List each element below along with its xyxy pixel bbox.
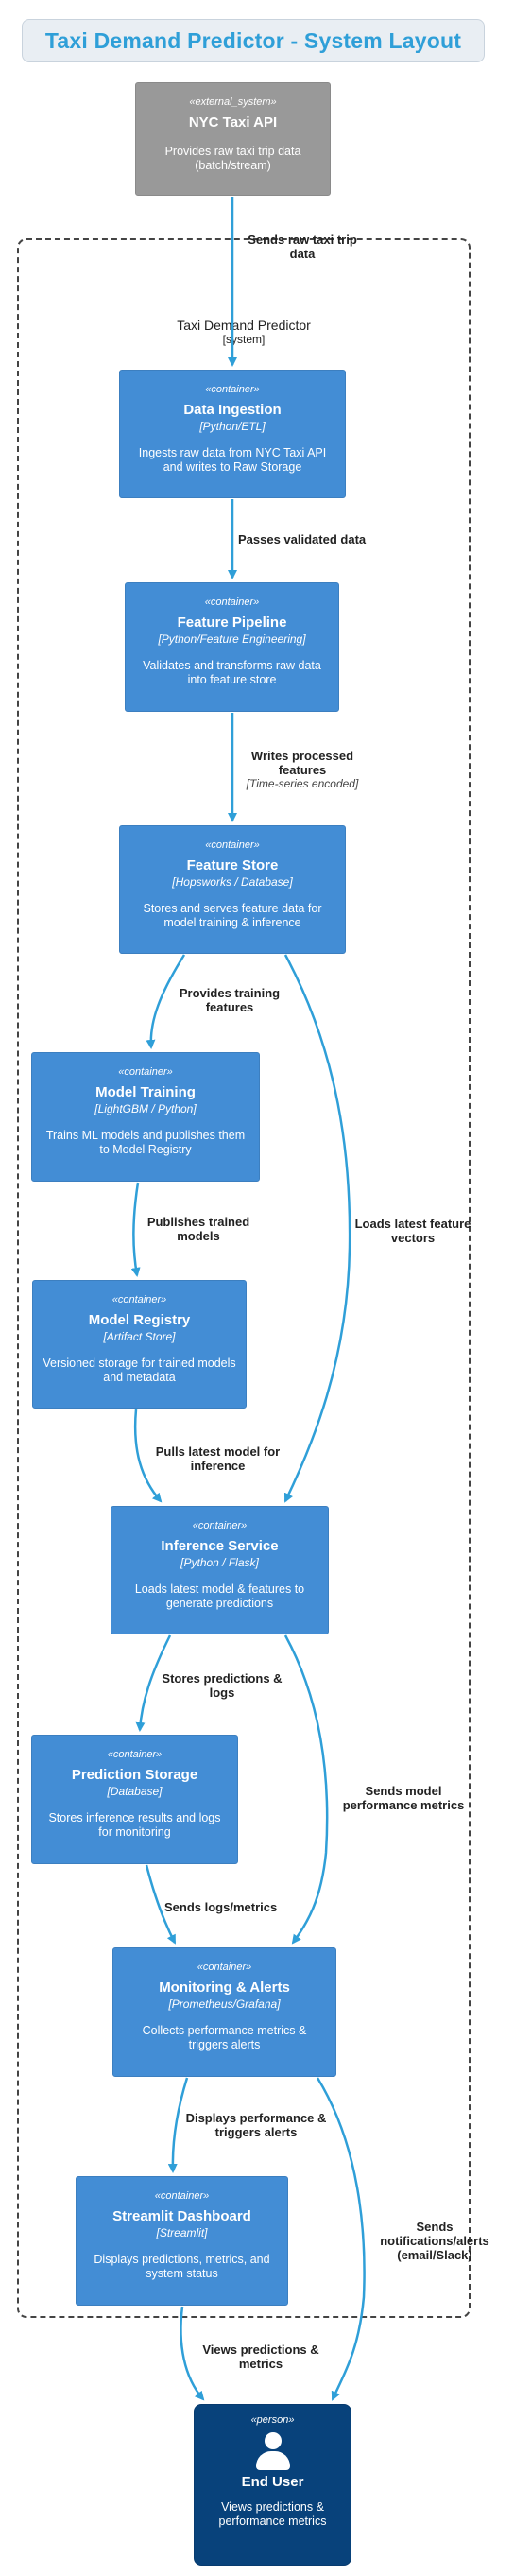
edge-e10 — [145, 1864, 177, 1945]
node-stereotype: «container» — [111, 1294, 167, 1305]
node-model-training: «container» Model Training [LightGBM / P… — [31, 1052, 260, 1182]
node-description: Stores inference results and logs for mo… — [48, 1811, 221, 1839]
edge-label: Pulls latest model for inference — [140, 1444, 296, 1473]
edge-label: Loads latest feature vectors — [351, 1217, 474, 1245]
node-description: Trains ML models and publishes them to M… — [45, 1129, 246, 1156]
edge-label: Sends notifications/alerts (email/Slack) — [365, 2220, 505, 2262]
edge-e9 — [283, 1634, 329, 1945]
node-stereotype: «container» — [118, 1066, 173, 1078]
node-nyc-taxi-api: «external_system» NYC Taxi API Provides … — [135, 82, 331, 196]
edge-e7 — [133, 1409, 163, 1503]
edge-label-text: Loads latest feature vectors — [354, 1217, 471, 1245]
node-inference-service: «container» Inference Service [Python / … — [111, 1506, 329, 1634]
edge-label-text: Sends raw taxi trip data — [248, 233, 357, 261]
node-stereotype: «container» — [205, 384, 260, 395]
edge-label: Views predictions & metrics — [185, 2343, 336, 2371]
node-stereotype: «container» — [107, 1749, 163, 1760]
diagram-title-box: Taxi Demand Predictor - System Layout — [22, 19, 485, 62]
node-name: Feature Store — [186, 857, 279, 873]
edge-e13 — [180, 2306, 205, 2401]
edge-e8 — [135, 1634, 172, 1732]
node-description: Versioned storage for trained models and… — [43, 1357, 236, 1384]
node-streamlit-dashboard: «container» Streamlit Dashboard [Streaml… — [76, 2176, 288, 2306]
edge-technology: [Time-series encoded] — [246, 777, 359, 790]
node-description: Stores and serves feature data for model… — [143, 902, 322, 929]
node-name: Model Registry — [88, 1312, 191, 1328]
edge-label-text: Pulls latest model for inference — [155, 1444, 281, 1473]
node-name: End User — [241, 2474, 304, 2490]
edge-label: Provides training features — [168, 986, 291, 1014]
node-technology: [Python/Feature Engineering] — [158, 632, 306, 646]
edge-label-text: Sends model performance metrics — [342, 1784, 465, 1812]
node-feature-pipeline: «container» Feature Pipeline [Python/Fea… — [125, 582, 339, 712]
node-technology: [LightGBM / Python] — [94, 1102, 197, 1115]
person-icon — [254, 2432, 292, 2470]
edge-label: Stores predictions & logs — [151, 1671, 293, 1700]
node-technology: [Prometheus/Grafana] — [168, 1997, 281, 2011]
edge-e12 — [316, 2077, 366, 2401]
node-name: Feature Pipeline — [177, 614, 287, 631]
node-name: Streamlit Dashboard — [112, 2208, 251, 2224]
node-name: Data Ingestion — [183, 402, 282, 418]
node-technology: [Artifact Store] — [103, 1330, 176, 1343]
node-stereotype: «container» — [197, 1962, 252, 1973]
edge-label: Sends logs/metrics — [164, 1900, 277, 1914]
edge-label: Displays performance & triggers alerts — [176, 2111, 336, 2139]
node-technology: [Database] — [107, 1785, 163, 1798]
node-description: Views predictions & performance metrics — [218, 2500, 327, 2528]
node-monitoring-alerts: «container» Monitoring & Alerts [Prometh… — [112, 1947, 336, 2077]
person-icon-head — [264, 2432, 282, 2449]
edge-label-text: Provides training features — [179, 986, 281, 1014]
edge-label-text: Passes validated data — [238, 532, 367, 546]
edge-label: Sends model performance metrics — [333, 1784, 474, 1812]
edge-label: Sends raw taxi trip data — [236, 233, 368, 261]
edge-e11 — [167, 2077, 189, 2173]
node-stereotype: «external_system» — [189, 96, 277, 108]
edge-e6 — [130, 1182, 141, 1277]
edge-label-text: Views predictions & metrics — [202, 2343, 319, 2371]
edge-label-text: Writes processed features — [250, 749, 354, 777]
node-description: Ingests raw data from NYC Taxi API and w… — [138, 446, 327, 474]
node-technology: [Python/ETL] — [199, 420, 266, 433]
node-description: Provides raw taxi trip data (batch/strea… — [164, 145, 301, 172]
diagram-title: Taxi Demand Predictor - System Layout — [44, 27, 462, 53]
edge-label-text: Publishes trained models — [146, 1215, 250, 1243]
node-name: Monitoring & Alerts — [159, 1980, 290, 1996]
node-name: Model Training — [95, 1084, 196, 1100]
edge-label: Writes processed features [Time-series e… — [236, 749, 368, 791]
node-name: Inference Service — [161, 1538, 279, 1554]
node-description: Displays predictions, metrics, and syste… — [94, 2253, 270, 2280]
node-name: Prediction Storage — [71, 1767, 198, 1783]
system-boundary-name: Taxi Demand Predictor — [177, 318, 311, 333]
node-stereotype: «container» — [154, 2190, 210, 2202]
node-technology: [Hopsworks / Database] — [172, 875, 293, 889]
node-description: Loads latest model & features to generat… — [134, 1582, 305, 1610]
node-stereotype: «container» — [192, 1520, 248, 1531]
node-name: NYC Taxi API — [188, 114, 278, 130]
edge-label-text: Sends notifications/alerts (email/Slack) — [380, 2220, 489, 2262]
edge-label: Publishes trained models — [132, 1215, 265, 1243]
edge-label-text: Displays performance & triggers alerts — [185, 2111, 327, 2139]
person-icon-body — [255, 2451, 290, 2470]
edge-label-text: Stores predictions & logs — [162, 1671, 283, 1700]
node-feature-store: «container» Feature Store [Hopsworks / D… — [119, 825, 346, 954]
edge-label-text: Sends logs/metrics — [164, 1900, 278, 1914]
edge-e4 — [146, 954, 186, 1049]
node-model-registry: «container» Model Registry [Artifact Sto… — [32, 1280, 247, 1409]
node-stereotype: «person» — [250, 2414, 295, 2426]
node-technology: [Python / Flask] — [180, 1556, 259, 1569]
node-prediction-storage: «container» Prediction Storage [Database… — [31, 1735, 238, 1864]
node-description: Collects performance metrics & triggers … — [142, 2024, 307, 2051]
node-data-ingestion: «container» Data Ingestion [Python/ETL] … — [119, 370, 346, 498]
node-description: Validates and transforms raw data into f… — [143, 659, 321, 686]
edge-label: Passes validated data — [238, 532, 366, 546]
node-stereotype: «container» — [205, 839, 260, 851]
node-end-user: «person» End User Views predictions & pe… — [194, 2404, 351, 2566]
edge-e5 — [283, 954, 351, 1503]
node-stereotype: «container» — [204, 596, 260, 608]
node-technology: [Streamlit] — [156, 2226, 208, 2239]
system-boundary — [17, 238, 471, 2318]
